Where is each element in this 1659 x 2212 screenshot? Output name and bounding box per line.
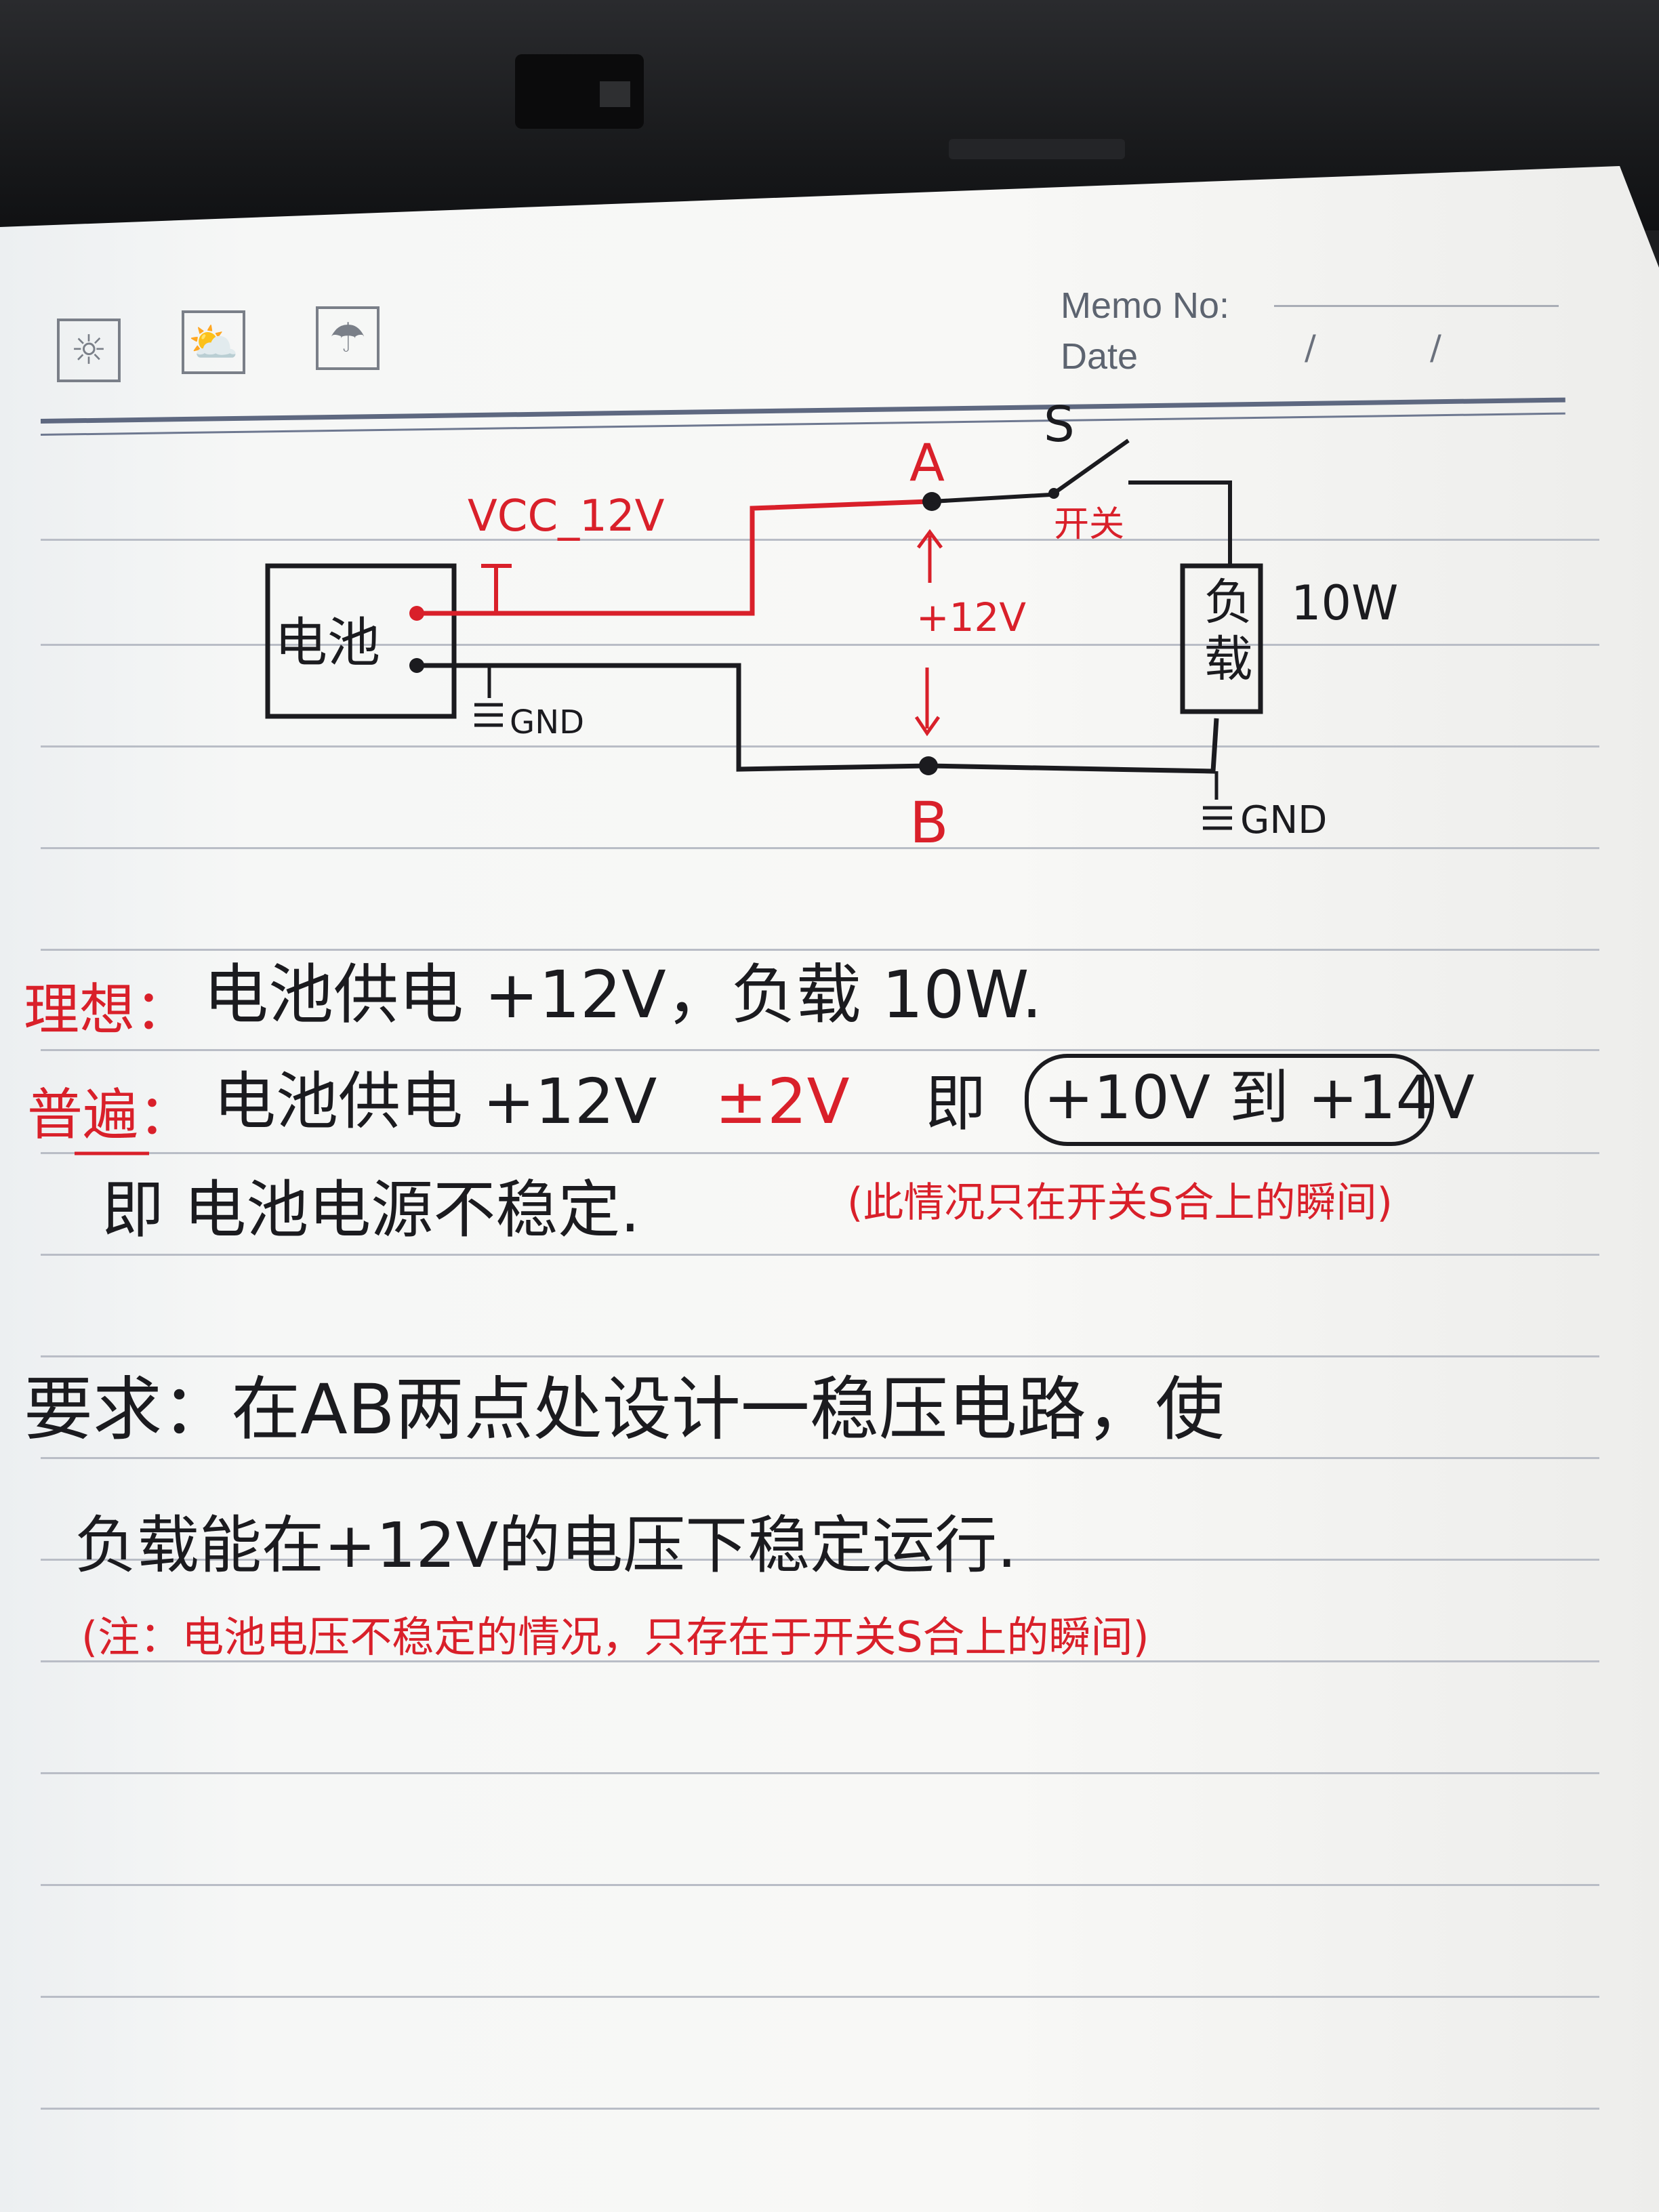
node-a-label: A [909, 432, 945, 493]
sunny-icon: ☼ [57, 319, 121, 382]
desk-ridge [949, 139, 1125, 159]
requirement-line-1: 要求：在AB两点处设计一稳压电路，使 [24, 1370, 1225, 1450]
unstable-note: (此情况只在开关S合上的瞬间) [847, 1179, 1393, 1227]
switch-symbol: S [1044, 396, 1075, 453]
arrow-up-head [916, 529, 943, 549]
arrow-down-head [914, 716, 941, 737]
date-slash-2: / [1430, 328, 1441, 367]
memo-no-label: Memo No: [1061, 285, 1230, 326]
load-power-label: 10W [1291, 575, 1399, 631]
battery-positive-terminal [409, 606, 424, 621]
node-b-label: B [909, 790, 949, 856]
ideal-label: 理想： [24, 978, 191, 1042]
requirement-line-2: 负载能在+12V的电压下稳定运行. [75, 1509, 1017, 1582]
battery-label: 电池 [274, 613, 381, 674]
battery-box [265, 563, 457, 719]
common-mid: 即 [925, 1068, 986, 1139]
partly-cloudy-icon: ⛅ [182, 310, 245, 374]
rain-icon: ☂ [316, 306, 380, 370]
positive-wire [417, 499, 929, 616]
common-range: +10V 到 +14V [1044, 1063, 1475, 1132]
common-label: 普遍： [27, 1083, 194, 1147]
voltage-label: +12V [916, 594, 1027, 640]
battery-negative-terminal [409, 658, 424, 673]
desk-background [0, 0, 1659, 230]
switch-blade [1052, 438, 1130, 495]
wire-switch-load [1128, 480, 1232, 566]
switch-label: 开关 [1054, 504, 1125, 545]
gnd-label-right: GND [1240, 798, 1328, 842]
date-slash-1: / [1305, 328, 1316, 367]
node-b-dot [919, 756, 938, 775]
ideal-text: 电池供电 +12V，负载 10W. [203, 957, 1042, 1033]
wire-a-switch [931, 493, 1051, 504]
load-label: 负载 [1195, 576, 1252, 690]
load-box [1180, 563, 1263, 714]
date-label: Date [1061, 336, 1139, 377]
common-tolerance: ±2V [715, 1065, 850, 1138]
requirement-note: (注：电池电压不稳定的情况，只存在于开关S合上的瞬间) [81, 1612, 1149, 1662]
negative-wire [417, 663, 1219, 774]
memo-no-line [1274, 305, 1559, 307]
vcc-label: VCC_12V [468, 491, 665, 541]
desk-slot [515, 54, 644, 129]
unstable-text: 即 电池电源不稳定. [102, 1174, 640, 1246]
gnd-label-left: GND [510, 703, 585, 741]
common-text: 电池供电 +12V [213, 1065, 657, 1138]
range-circle [1025, 1054, 1434, 1146]
